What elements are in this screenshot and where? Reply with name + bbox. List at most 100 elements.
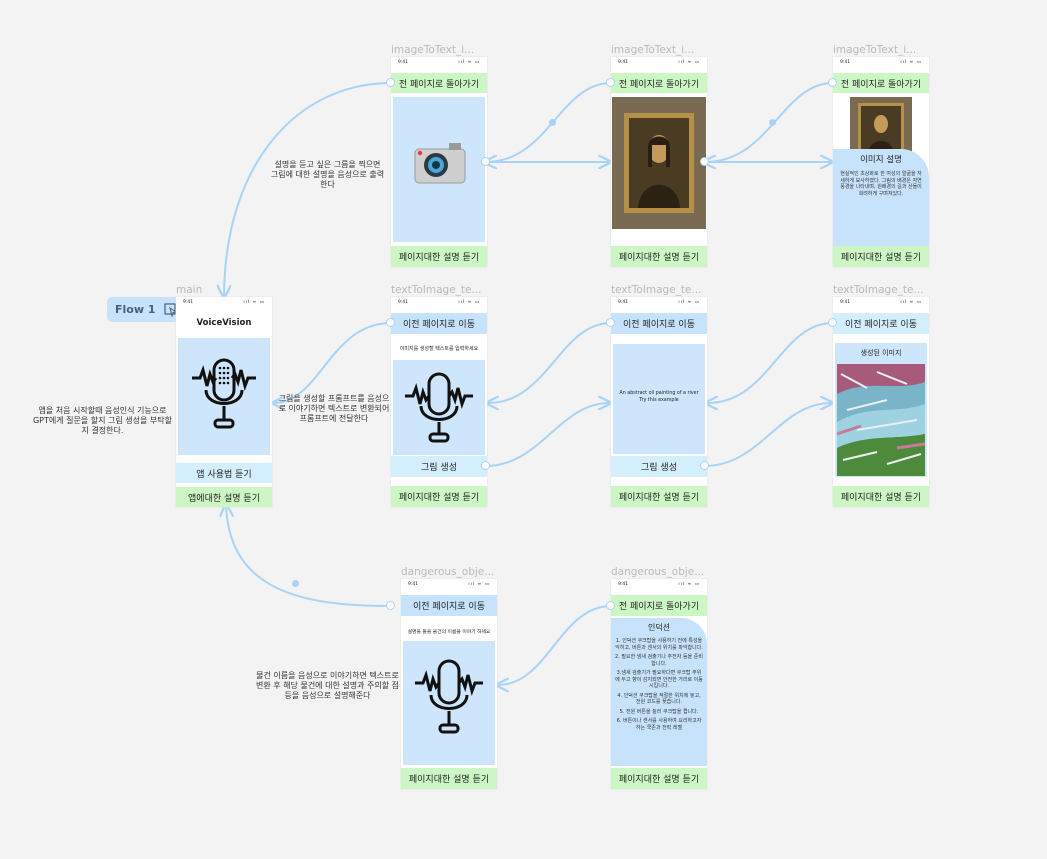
generate-image-button[interactable]: 그림 생성 bbox=[611, 456, 707, 477]
flow-label: Flow 1 bbox=[115, 303, 156, 316]
connector-dot[interactable] bbox=[386, 78, 395, 87]
prompt-example: Try this example bbox=[639, 398, 679, 403]
connector-dot[interactable] bbox=[481, 461, 490, 470]
note-main: 앱을 처음 시작할때 음성인식 기능으로 GPT에게 질문을 할지 그림 생성을… bbox=[32, 406, 173, 435]
frame-title-image-to-text-1: imageToText_i... bbox=[391, 44, 475, 56]
back-button[interactable]: 전 페이지로 돌아가기 bbox=[391, 73, 487, 93]
description-sheet: 이미지 설명 현실적인 초상화로 한 여성의 얼굴을 자세하게 묘사하였다. 그… bbox=[833, 149, 929, 247]
wire-midpoint[interactable] bbox=[769, 119, 776, 126]
frame-title-main: main bbox=[176, 284, 203, 296]
connector-dot[interactable] bbox=[386, 601, 395, 610]
mona-lisa-thumbnail bbox=[850, 97, 912, 153]
generate-image-button[interactable]: 그림 생성 bbox=[391, 456, 487, 477]
mic-panel[interactable] bbox=[403, 641, 495, 765]
camera-icon bbox=[414, 143, 466, 184]
app-usage-button[interactable]: 앱 사용법 듣기 bbox=[176, 463, 272, 483]
page-description-button[interactable]: 페이지대한 설명 듣기 bbox=[391, 246, 487, 267]
prompt-text: An abstract oil painting of a river bbox=[619, 391, 699, 396]
microphone-icon bbox=[405, 372, 473, 443]
back-button[interactable]: 이전 페이지로 이동 bbox=[391, 313, 487, 334]
page-description-button[interactable]: 페이지대한 설명 듣기 bbox=[833, 486, 929, 507]
object-name: 인덕션 bbox=[647, 623, 671, 632]
back-button[interactable]: 이전 페이지로 이동 bbox=[401, 595, 497, 616]
play-icon[interactable] bbox=[163, 302, 178, 317]
prompt-panel[interactable]: An abstract oil painting of a river Try … bbox=[613, 344, 705, 454]
connector-dot[interactable] bbox=[481, 157, 490, 166]
step-4: 4. 인덕션 쿠크탑을 적절한 위치에 놓고, 전원 코드를 꽂습니다. bbox=[617, 692, 701, 706]
frame-title-text-to-image-3: textToImage_te... bbox=[833, 284, 924, 296]
page-description-button[interactable]: 페이지대한 설명 듣기 bbox=[611, 486, 707, 507]
frame-title-text-to-image-1: textToImage_te... bbox=[391, 284, 482, 296]
frame-title-image-to-text-3: imageToText_i... bbox=[833, 44, 917, 56]
connector-dot[interactable] bbox=[828, 318, 837, 327]
mona-lisa-photo bbox=[612, 97, 706, 229]
connector-dot[interactable] bbox=[606, 601, 615, 610]
page-description-button[interactable]: 페이지대한 설명 듣기 bbox=[401, 768, 497, 789]
wire-i2t1-to-main bbox=[224, 82, 392, 296]
connector-dot[interactable] bbox=[606, 318, 615, 327]
microphone-icon bbox=[415, 659, 483, 734]
app-description-button[interactable]: 앱에대한 설명 듣기 bbox=[176, 487, 272, 507]
page-description-button[interactable]: 페이지대한 설명 듣기 bbox=[611, 246, 707, 267]
back-button[interactable]: 이전 페이지로 이동 bbox=[833, 313, 929, 334]
wire-t2i1-to-t2i2 bbox=[485, 403, 609, 467]
object-description-sheet: 인덕션 1. 인덕션 쿠크탑을 사용하기 전에 특성을 익히고, 버튼과 센서의… bbox=[611, 618, 707, 766]
generated-image-label: 생성된 이미지 bbox=[860, 349, 902, 357]
connector-dot[interactable] bbox=[828, 78, 837, 87]
wire-t2i3-back bbox=[707, 322, 834, 403]
river-painting-image bbox=[837, 364, 925, 476]
connector-dot[interactable] bbox=[700, 157, 709, 166]
back-button[interactable]: 전 페이지로 돌아가기 bbox=[611, 595, 707, 616]
frame-title-dangerous-object-2: dangerous_obje... bbox=[611, 566, 705, 578]
frame-title-image-to-text-2: imageToText_i... bbox=[611, 44, 695, 56]
note-image-to-text: 설명을 듣고 싶은 그름을 찍으면 그림에 대한 설명을 음성으로 출력한다 bbox=[270, 160, 385, 189]
frame-title-dangerous-object-1: dangerous_obje... bbox=[401, 566, 495, 578]
object-prompt-hint: 설명을 들을 물건의 이름을 이야기 하세요 bbox=[407, 630, 491, 635]
mic-panel[interactable] bbox=[393, 360, 485, 455]
back-button[interactable]: 이전 페이지로 이동 bbox=[611, 313, 707, 334]
page-description-button[interactable]: 페이지대한 설명 듣기 bbox=[391, 486, 487, 507]
painting-image bbox=[850, 97, 912, 153]
connector-dot[interactable] bbox=[606, 78, 615, 87]
page-description-button[interactable]: 페이지대한 설명 듣기 bbox=[611, 768, 707, 789]
connector-dot[interactable] bbox=[700, 461, 709, 470]
note-text-to-image: 그림을 생성할 프롬프트를 음성으로 이야기하면 텍스트로 변환되어 프롬프트에… bbox=[278, 394, 390, 423]
description-text: 현실적인 초상화로 한 여성의 얼굴을 자세하게 묘사하였다. 그림의 배경은 … bbox=[840, 171, 922, 197]
app-name: VoiceVision bbox=[196, 318, 252, 328]
flow-badge[interactable]: Flow 1 bbox=[107, 297, 189, 322]
page-description-button[interactable]: 페이지대한 설명 듣기 bbox=[833, 246, 929, 267]
frame-title-text-to-image-2: textToImage_te... bbox=[611, 284, 702, 296]
wire-midpoint[interactable] bbox=[292, 580, 299, 587]
wire-t2i1-to-main bbox=[274, 322, 392, 403]
generated-image-panel: 생성된 이미지 bbox=[835, 343, 927, 477]
mic-panel[interactable] bbox=[178, 338, 270, 455]
wire-dng2-back bbox=[498, 605, 612, 685]
wire-midpoint[interactable] bbox=[549, 119, 556, 126]
back-button[interactable]: 전 페이지로 돌아가기 bbox=[833, 73, 929, 93]
microphone-icon bbox=[192, 358, 256, 429]
step-2: 2. 필요한 냄새 검출기나 추전자 등을 준비합니다. bbox=[615, 654, 703, 667]
back-button[interactable]: 전 페이지로 돌아가기 bbox=[611, 73, 707, 93]
camera-panel[interactable] bbox=[393, 97, 485, 242]
connector-dot[interactable] bbox=[386, 318, 395, 327]
description-title: 이미지 설명 bbox=[860, 155, 902, 165]
